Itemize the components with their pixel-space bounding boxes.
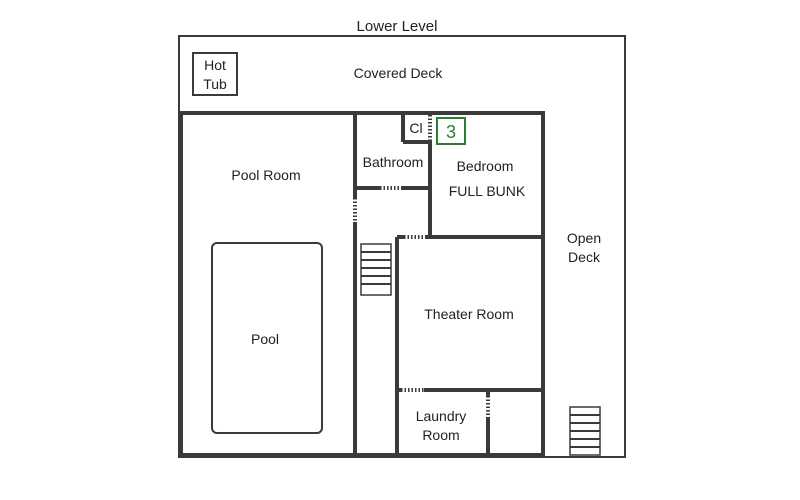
laundry-room-label-line1: Laundry (416, 408, 467, 424)
hot-tub (192, 52, 238, 96)
closet-label: Cl (409, 120, 422, 136)
hot-tub-label-line2: Tub (203, 76, 227, 92)
bathroom-label: Bathroom (363, 154, 424, 170)
pool-label: Pool (251, 331, 279, 347)
plan-title: Lower Level (357, 18, 438, 35)
theater-room-label: Theater Room (424, 306, 513, 322)
laundry-room-label-line2: Room (422, 427, 459, 443)
hallway-stairs (360, 243, 392, 296)
covered-deck-label: Covered Deck (354, 65, 444, 81)
bedroom-number: 3 (446, 122, 456, 142)
open-deck-label-line1: Open (567, 230, 601, 246)
open-deck-label-line2: Deck (568, 249, 601, 265)
interior-walls (179, 111, 545, 457)
bedroom-label: Bedroom (457, 158, 514, 174)
hot-tub-label-line1: Hot (204, 57, 226, 73)
pool (211, 242, 323, 434)
deck-stairs (569, 406, 601, 456)
outer-outline (178, 35, 626, 458)
pool-room-label: Pool Room (231, 167, 300, 183)
bedroom-number-badge (436, 117, 466, 145)
doors (353, 115, 490, 418)
bedroom-bed-label: FULL BUNK (449, 183, 526, 199)
